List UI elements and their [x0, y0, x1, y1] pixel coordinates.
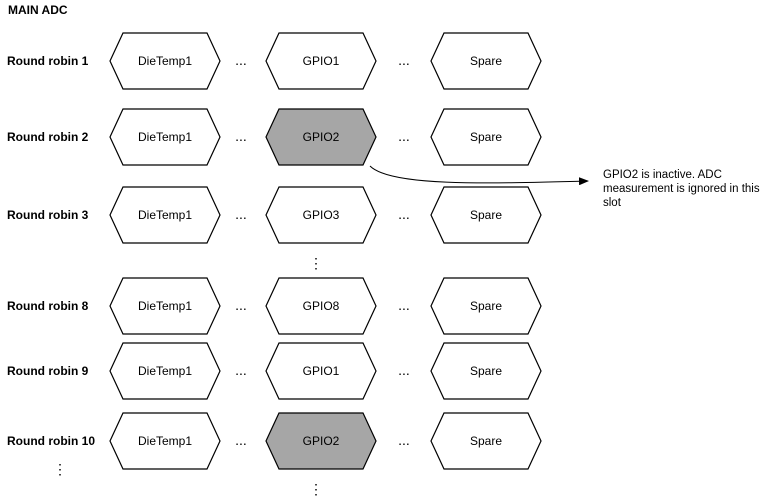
annotation-arrow: [369, 165, 589, 186]
round-robin-row: Round robin 9 DieTemp1 GPIO1 Spare......: [7, 342, 542, 400]
annotation-note-line: measurement is ignored in this: [603, 183, 760, 195]
slot-hexagon: [109, 277, 221, 335]
slot-hexagon: [109, 342, 221, 400]
slot-hexagon: [265, 32, 377, 90]
row-label: Round robin 2: [7, 130, 89, 144]
round-robin-row: Round robin 2 DieTemp1 GPIO2 Spare......: [7, 108, 542, 166]
slot-label: Spare: [470, 364, 502, 378]
slot-label: GPIO2: [303, 434, 340, 448]
horizontal-ellipsis: ...: [398, 128, 410, 144]
slot-label: DieTemp1: [138, 54, 192, 68]
slot-hexagon: [430, 412, 542, 470]
slot-hexagon: [265, 342, 377, 400]
slot-hexagon: [265, 186, 377, 244]
horizontal-ellipsis: ...: [235, 128, 247, 144]
round-robin-row: Round robin 10 DieTemp1 GPIO2 Spare......: [7, 412, 542, 470]
round-robin-row: Round robin 3 DieTemp1 GPIO3 Spare......: [7, 186, 542, 244]
row-label: Round robin 1: [7, 54, 89, 68]
slot-hexagon-inactive: [265, 108, 377, 166]
row-label: Round robin 10: [7, 434, 95, 448]
slot-hexagon-inactive: [265, 412, 377, 470]
row-label: Round robin 3: [7, 208, 89, 222]
annotation-note-line: GPIO2 is inactive. ADC: [603, 169, 722, 181]
slot-hexagon: [430, 277, 542, 335]
round-robin-row: Round robin 8 DieTemp1 GPIO8 Spare......: [7, 277, 542, 335]
slot-label: DieTemp1: [138, 299, 192, 313]
slot-label: Spare: [470, 208, 502, 222]
annotation-note-line: slot: [603, 197, 622, 209]
horizontal-ellipsis: ...: [398, 432, 410, 448]
horizontal-ellipsis: ...: [398, 297, 410, 313]
slot-label: DieTemp1: [138, 434, 192, 448]
diagram-title: MAIN ADC: [8, 3, 68, 17]
horizontal-ellipsis: ...: [398, 206, 410, 222]
vertical-ellipsis-bottom: ⋮: [309, 481, 323, 497]
slot-hexagon: [430, 32, 542, 90]
slot-label: Spare: [470, 434, 502, 448]
horizontal-ellipsis: ...: [235, 297, 247, 313]
horizontal-ellipsis: ...: [235, 362, 247, 378]
slot-hexagon: [109, 32, 221, 90]
round-robin-row: Round robin 1 DieTemp1 GPIO1 Spare......: [7, 32, 542, 90]
row-label: Round robin 8: [7, 299, 89, 313]
slot-hexagon: [430, 108, 542, 166]
slot-hexagon: [265, 277, 377, 335]
slot-label: GPIO1: [303, 364, 340, 378]
slot-hexagon: [109, 412, 221, 470]
row-label: Round robin 9: [7, 364, 89, 378]
slot-label: Spare: [470, 54, 502, 68]
slot-label: GPIO3: [303, 208, 340, 222]
slot-label: DieTemp1: [138, 208, 192, 222]
annotation-note: GPIO2 is inactive. ADC measurement is ig…: [603, 169, 763, 209]
slot-label: Spare: [470, 130, 502, 144]
horizontal-ellipsis: ...: [235, 206, 247, 222]
horizontal-ellipsis: ...: [235, 432, 247, 448]
slot-label: GPIO2: [303, 130, 340, 144]
slot-label: GPIO8: [303, 299, 340, 313]
horizontal-ellipsis: ...: [398, 52, 410, 68]
slot-hexagon: [430, 342, 542, 400]
slot-label: GPIO1: [303, 54, 340, 68]
slot-label: DieTemp1: [138, 364, 192, 378]
horizontal-ellipsis: ...: [235, 52, 247, 68]
slot-hexagon: [430, 186, 542, 244]
vertical-ellipsis-middle: ⋮: [309, 255, 323, 271]
slot-label: DieTemp1: [138, 130, 192, 144]
slot-hexagon: [109, 108, 221, 166]
horizontal-ellipsis: ...: [398, 362, 410, 378]
slot-label: Spare: [470, 299, 502, 313]
vertical-ellipsis-left: ⋮: [53, 461, 67, 477]
slot-hexagon: [109, 186, 221, 244]
